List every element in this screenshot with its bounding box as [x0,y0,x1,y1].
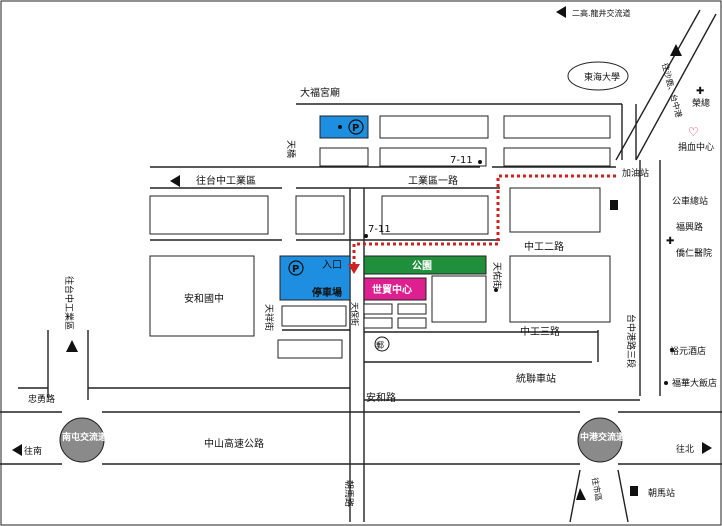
label-chaoma-station: 朝馬站 [648,487,675,499]
label-tunghai-univ: 東海大學 [584,71,620,83]
label-bus-terminal: 公車總站 [672,195,708,207]
heart-icon: ♡ [688,125,699,139]
hospital-cross-icon: ✚ [696,86,704,97]
parking-p: P [292,264,299,275]
label-renqiao-hospital: 僑仁醫院 [676,247,712,259]
route-arrow [348,264,360,274]
label-anhe-junior-high: 安和國中 [184,292,224,305]
label-to-north: 往北 [676,443,694,455]
label-tianbao-street: 天保街 [350,302,360,326]
label-to-city: 往市區 [590,477,604,502]
label-to-industrial-zone: 往台中工業區 [196,174,256,187]
hospital-cross-icon-2: ✚ [666,236,674,247]
arrow-south-icon [576,488,586,500]
label-gas-station: 加油站 [622,167,649,179]
route-path [352,174,616,264]
city-blocks [149,115,611,359]
label-industry-1st-road: 工業區一路 [408,174,458,187]
post-office-circle [374,336,390,352]
label-to-south: 往南 [24,445,42,457]
label-chaoma-road: 朝馬路 [343,480,355,507]
world-trade-center-block [363,277,427,301]
label-hotel-2: 福華大飯店 [672,377,717,389]
road-lines [0,9,722,523]
nantun-interchange-circle [59,417,105,463]
label-blood-center: 捐血中心 [678,141,714,153]
parking-icon-north [348,119,364,135]
label-seven-eleven-1: 7-11 [450,155,473,166]
arrow-west-bottom-icon [12,444,22,456]
label-zhonggong-2nd-road: 中工二路 [524,240,564,253]
temple-dot [338,125,342,129]
label-anhe-station: 統聯車站 [516,372,556,385]
label-zhongshan-highway: 中山高速公路 [204,437,264,450]
bus-icon-south [630,486,638,496]
zhonggang-interchange-circle [577,417,623,463]
arrow-north-right-icon [670,44,682,56]
label-nantun-interchange: 南屯交流道 [62,431,107,443]
label-world-trade-center: 世貿中心 [372,283,412,296]
arrow-north-left-icon [66,340,78,352]
label-zhongyong-road: 忠勇路 [28,393,55,405]
parking-icon [288,260,304,276]
label-seven-eleven-2: 7-11 [368,224,391,235]
label-post-office: 郵 [376,340,384,350]
label-zhonggang-interchange: 中港交流道 [580,431,625,443]
label-entrance: 入口 [322,260,342,271]
tunghai-university-ellipse [567,61,629,91]
label-tianhu-street: 天橋 [285,140,297,158]
bus-icon [610,200,618,210]
label-taichung-port-road: 台中港路三段 [625,314,637,368]
label-to-industrial-zone-vertical: 往台中工業區 [63,276,75,330]
label-parking-lot: 停車場 [312,286,342,299]
label-hotel-1: 裕元酒店 [670,345,706,357]
label-tianxiang-street: 天祥街 [263,304,275,331]
arrow-ergao-icon [556,6,566,18]
label-rongzong: 榮總 [692,97,710,109]
label-ergao-interchange: 二高.龍井交流道 [572,8,631,18]
arrow-east-icon [702,442,712,454]
arrow-west-icon [170,175,180,187]
label-anhe-road: 安和路 [366,391,396,404]
park-block [363,255,487,275]
label-park: 公園 [412,260,432,272]
parking-p-north: P [352,123,359,134]
label-dafu-temple: 大福宮廟 [300,86,340,99]
label-zhonggong-3rd-road: 中工三路 [520,325,560,338]
label-tianyou-street: 天佑街 [491,262,503,289]
label-fuxing-road: 福興路 [676,221,703,233]
